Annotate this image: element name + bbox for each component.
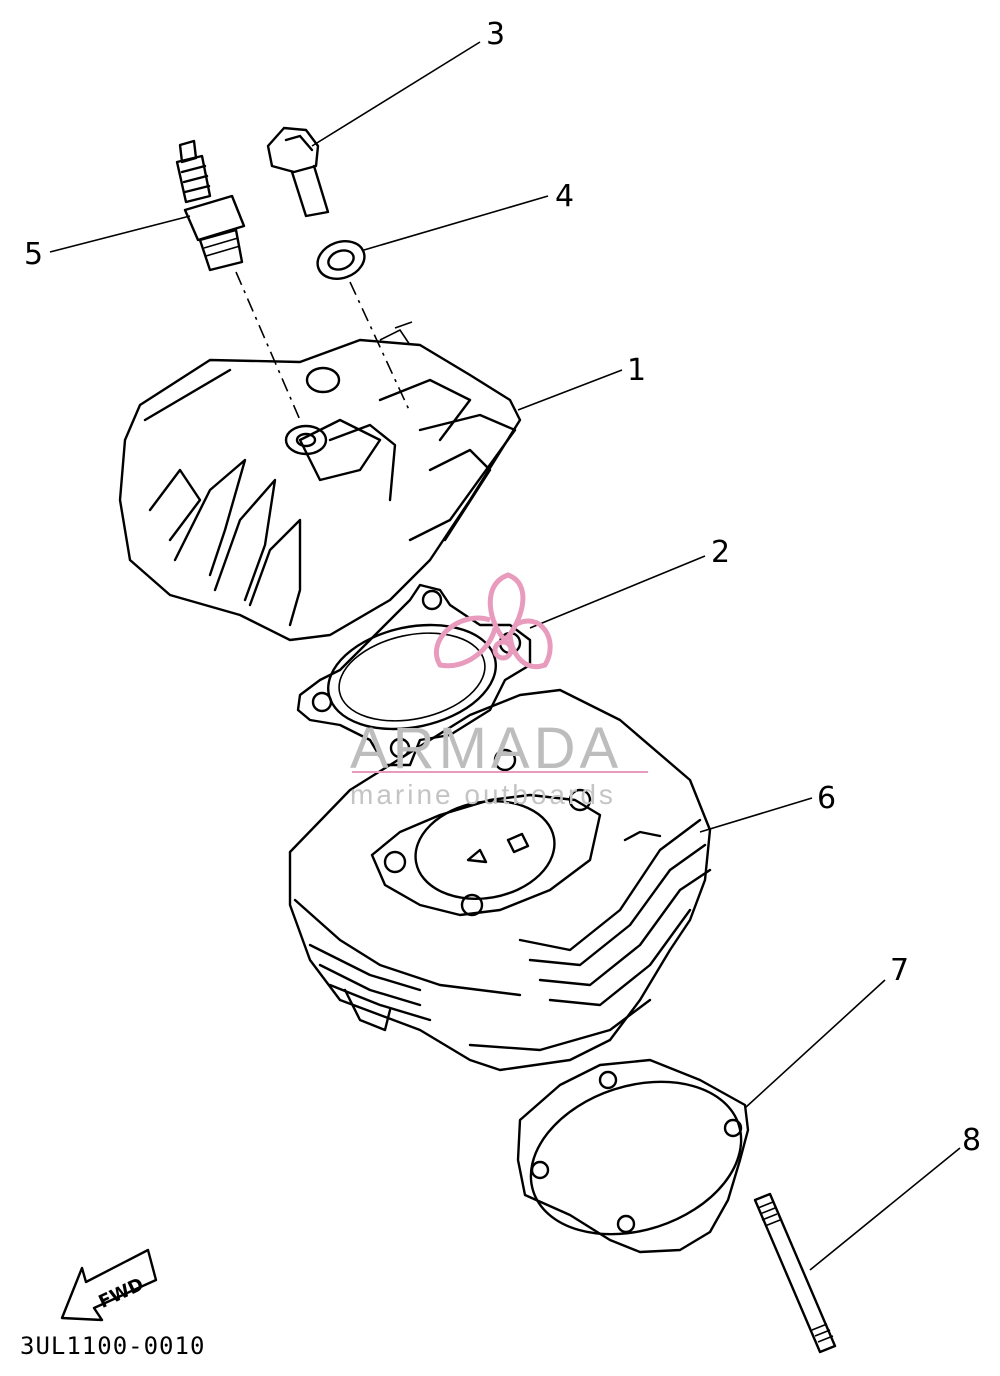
part-6-cylinder — [288, 688, 712, 1072]
watermark-subtitle: marine outboards — [350, 779, 616, 810]
callout-7: 7 — [890, 953, 909, 988]
part-1-cylinder-head — [118, 321, 522, 642]
part-5-spark-plug — [175, 139, 246, 272]
watermark-logo-icon — [433, 572, 553, 670]
callout-6: 6 — [817, 781, 836, 816]
watermark: ARMADA marine outboards — [350, 572, 648, 810]
watermark-title: ARMADA — [350, 716, 622, 781]
callout-3: 3 — [486, 17, 505, 52]
fwd-label: FWD — [96, 1274, 148, 1313]
part-8-stud-bolt — [753, 1192, 837, 1354]
callout-5: 5 — [24, 237, 43, 272]
fwd-arrow-icon: FWD — [60, 1248, 158, 1322]
callout-1: 1 — [627, 353, 646, 388]
callout-4: 4 — [555, 179, 574, 214]
callout-8: 8 — [962, 1123, 981, 1158]
diagram-code: 3UL1100-0010 — [20, 1332, 205, 1360]
part-3-bolt — [266, 126, 330, 218]
part-4-washer — [316, 239, 366, 281]
centerline-plug — [235, 271, 301, 421]
callout-2: 2 — [711, 535, 730, 570]
part-7-base-gasket — [516, 1058, 750, 1254]
leader-lines — [49, 41, 961, 1271]
centerline-bolt — [349, 281, 411, 413]
